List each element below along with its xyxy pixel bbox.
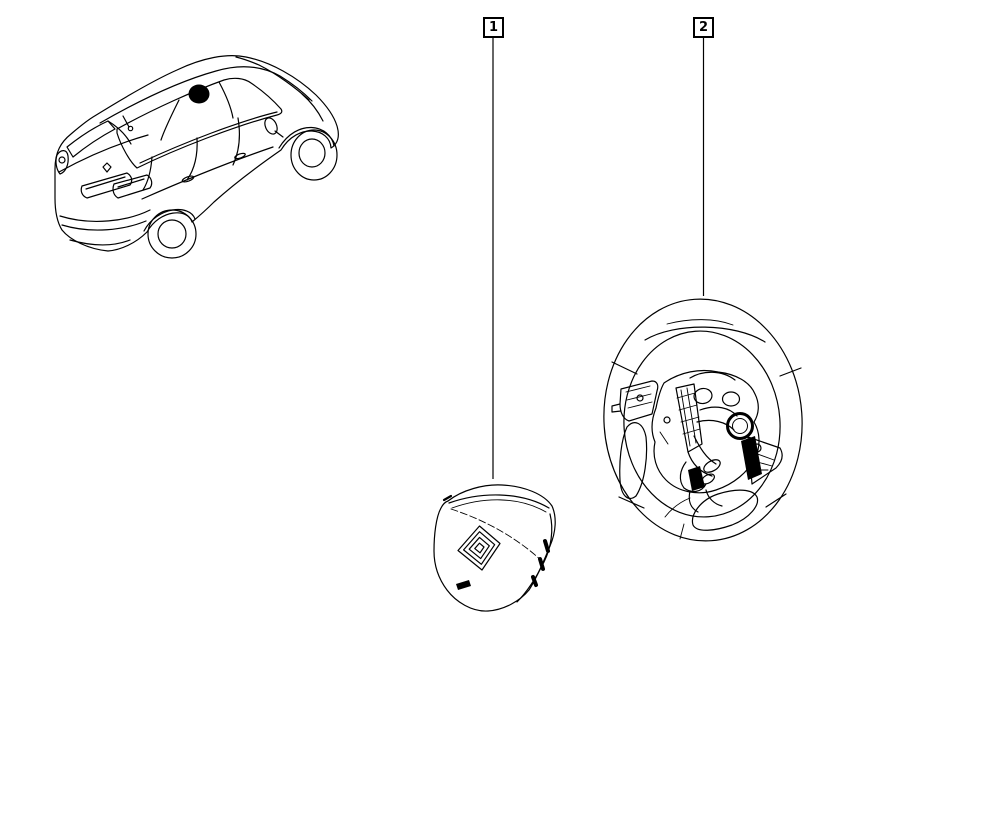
callout-2[interactable]: 2	[693, 17, 714, 38]
leader-lines	[492, 38, 705, 479]
callout-1[interactable]: 1	[483, 17, 504, 38]
callout-2-label: 2	[698, 20, 709, 35]
airbag-module-drawing[interactable]	[433, 484, 556, 612]
roof-location-marker-icon	[188, 84, 210, 104]
callout-1-label: 1	[488, 20, 499, 35]
vehicle-overview-drawing	[54, 55, 339, 259]
renault-logo-icon	[458, 526, 500, 570]
steering-wheel-drawing[interactable]	[596, 292, 810, 547]
